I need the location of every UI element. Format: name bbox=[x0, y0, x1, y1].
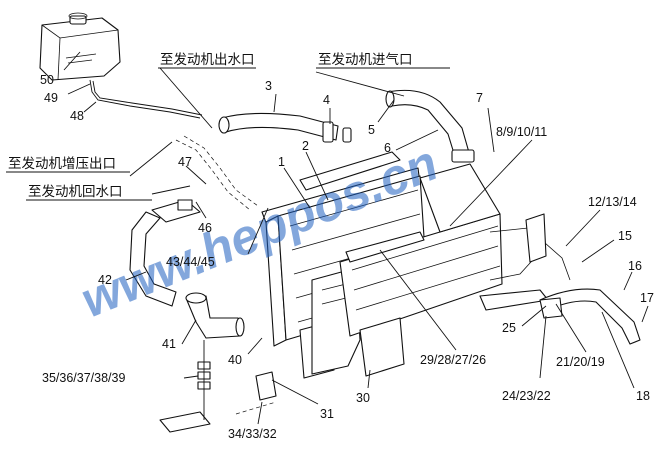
part-label-5: 5 bbox=[368, 123, 375, 137]
part-label-7: 7 bbox=[476, 91, 483, 105]
part-label-22-24: 24/23/22 bbox=[502, 389, 551, 403]
callout-air-intake: 至发动机进气口 bbox=[316, 52, 450, 69]
part-label-16: 16 bbox=[628, 259, 642, 273]
part-label-42: 42 bbox=[98, 273, 112, 287]
part-label-26-29: 29/28/27/26 bbox=[420, 353, 486, 367]
part-label-35-39: 35/36/37/38/39 bbox=[42, 371, 125, 385]
part-number-labels: 50 49 48 3 4 5 6 7 8/9/10/11 1 2 47 46 4… bbox=[40, 73, 654, 441]
part-label-1: 1 bbox=[278, 155, 285, 169]
part-label-49: 49 bbox=[44, 91, 58, 105]
part-label-18: 18 bbox=[636, 389, 650, 403]
part-label-43-45: 43/44/45 bbox=[166, 255, 215, 269]
part-label-12-14: 12/13/14 bbox=[588, 195, 637, 209]
mount-hardware-35-39 bbox=[197, 340, 211, 420]
part-label-48: 48 bbox=[70, 109, 84, 123]
callout-turbo-outlet: 至发动机增压出口 bbox=[6, 156, 130, 173]
upper-water-hose bbox=[218, 112, 352, 143]
part-label-30: 30 bbox=[356, 391, 370, 405]
part-label-31: 31 bbox=[320, 407, 334, 421]
callout-water-return: 至发动机回水口 bbox=[26, 184, 152, 201]
part-label-3: 3 bbox=[265, 79, 272, 93]
callout-label: 至发动机进气口 bbox=[318, 52, 413, 68]
leader-lines bbox=[63, 51, 649, 425]
part-label-6: 6 bbox=[384, 141, 391, 155]
callout-label: 至发动机增压出口 bbox=[8, 156, 116, 172]
lower-water-pipe bbox=[185, 292, 245, 339]
lower-return-pipe bbox=[129, 199, 201, 307]
part-label-32-34: 34/33/32 bbox=[228, 427, 277, 441]
expansion-tank bbox=[39, 12, 121, 81]
part-label-17: 17 bbox=[640, 291, 654, 305]
part-label-4: 4 bbox=[323, 93, 330, 107]
part-label-15: 15 bbox=[618, 229, 632, 243]
part-label-2: 2 bbox=[302, 139, 309, 153]
callout-label: 至发动机回水口 bbox=[28, 184, 123, 200]
part-label-50: 50 bbox=[40, 73, 54, 87]
part-label-19-21: 21/20/19 bbox=[556, 355, 605, 369]
part-label-25: 25 bbox=[502, 321, 516, 335]
part-label-47: 47 bbox=[178, 155, 192, 169]
part-label-46: 46 bbox=[198, 221, 212, 235]
intercooler-core bbox=[339, 163, 503, 377]
callout-label: 至发动机出水口 bbox=[160, 52, 255, 68]
part-label-8-11: 8/9/10/11 bbox=[496, 125, 547, 139]
part-label-40: 40 bbox=[228, 353, 242, 367]
part-label-41: 41 bbox=[162, 337, 176, 351]
callout-water-outlet: 至发动机出水口 bbox=[158, 52, 256, 69]
